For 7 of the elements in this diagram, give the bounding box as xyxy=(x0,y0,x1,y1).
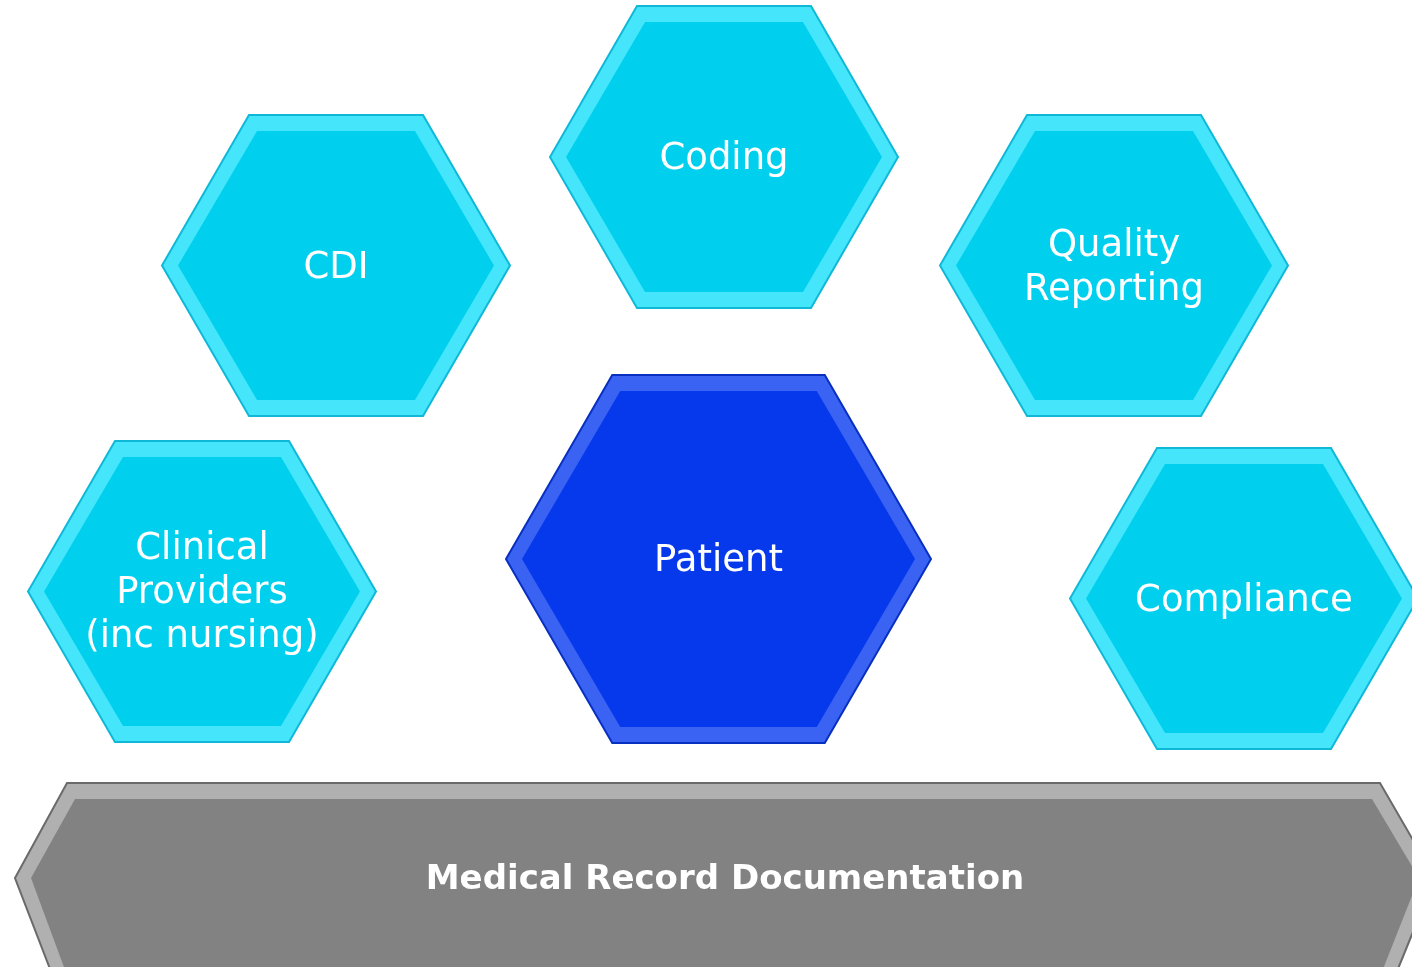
hexagon-label: Compliance xyxy=(1134,576,1354,621)
banner-label: Medical Record Documentation xyxy=(424,856,1026,898)
hexagon-label: Quality Reporting xyxy=(1023,221,1205,310)
hexagon-label: CDI xyxy=(303,243,369,288)
hexagon-label: Clinical Providers (inc nursing) xyxy=(84,524,320,659)
hexagon-label: Patient xyxy=(654,536,783,582)
hexagon-label: Coding xyxy=(659,134,789,180)
